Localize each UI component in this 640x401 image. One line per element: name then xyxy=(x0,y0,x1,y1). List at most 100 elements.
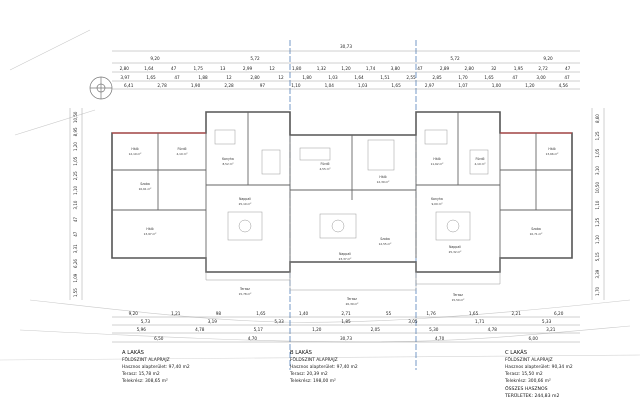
dimension-label: 1,55 xyxy=(73,288,78,297)
dimension-label: 10,50 xyxy=(595,182,600,194)
dimension-label: 2,97 xyxy=(425,83,435,88)
dimension-label: 8,95 xyxy=(73,127,78,136)
dimension-label: 4,70 xyxy=(248,336,258,341)
dimension-label: 3,31 xyxy=(73,244,78,253)
svg-text:15,50 m²: 15,50 m² xyxy=(452,298,465,302)
building-outline xyxy=(111,111,573,273)
svg-text:Fürdő: Fürdő xyxy=(178,147,187,151)
caption-line: Telekrész: 308,65 m² xyxy=(121,377,168,384)
summary-line: TERÜLETEK: 244,83 m2 xyxy=(504,392,559,399)
dimension-label: 55 xyxy=(386,311,392,316)
dimension-label: 1,20 xyxy=(73,142,78,151)
dim-top-1: 9,20 xyxy=(150,56,160,61)
dimension-label: 2,55 xyxy=(406,75,416,80)
dimension-label: 1,20 xyxy=(525,83,535,88)
dimension-label: 30,73 xyxy=(340,336,352,341)
dimension-label: 6,50 xyxy=(154,336,164,341)
dimension-label: 47 xyxy=(565,66,571,71)
dimension-label: 1,07 xyxy=(458,83,468,88)
dimension-label: 1,20 xyxy=(341,66,351,71)
dimension-label: 12 xyxy=(278,75,284,80)
caption-c: C LAKÁS FÖLDSZINT ALAPRAJZ Hasznos alapt… xyxy=(504,349,573,384)
caption-subtitle: FÖLDSZINT ALAPRAJZ xyxy=(122,356,170,363)
dimension-label: 5,30 xyxy=(429,327,439,332)
dimension-label: 3,21 xyxy=(546,327,556,332)
svg-text:Fürdő: Fürdő xyxy=(476,157,485,161)
bottom-dimension-row: 6,50 4,70 30,73 4,70 6,00 xyxy=(154,336,538,341)
dimension-label: 1,65 xyxy=(146,75,156,80)
dimension-label: 2,85 xyxy=(432,75,442,80)
dimension-label: 1,65 xyxy=(469,311,479,316)
dimension-label: 3,10 xyxy=(595,166,600,175)
dimension-label: 3,39 xyxy=(595,269,600,278)
svg-text:Nappali: Nappali xyxy=(449,245,461,249)
dimension-label: 5,33 xyxy=(274,319,284,324)
dimension-label: 1,09 xyxy=(73,273,78,282)
dimension-label: 2,05 xyxy=(371,327,381,332)
caption-line: Telekrész: 300,66 m² xyxy=(504,377,551,384)
svg-text:13,97 m²: 13,97 m² xyxy=(144,232,157,236)
dimension-label: 12 xyxy=(226,75,232,80)
svg-text:25,32 m²: 25,32 m² xyxy=(449,250,462,254)
dimension-label: 1,80 xyxy=(302,75,312,80)
dimension-label: 1,65 xyxy=(391,83,401,88)
dimension-label: 2,80 xyxy=(120,66,130,71)
dimension-label: 1,85 xyxy=(341,319,351,324)
dimension-label: 2,25 xyxy=(73,171,78,180)
svg-text:Háló: Háló xyxy=(131,147,138,151)
dimension-label: 1,75 xyxy=(194,66,204,71)
caption-line: Terasz: 15,78 m2 xyxy=(121,371,160,377)
summary-title: ÖSSZES HASZNOS xyxy=(505,385,548,392)
dimension-label: 5,73 xyxy=(141,319,151,324)
dimension-label: 1,03 xyxy=(358,83,368,88)
svg-text:Szoba: Szoba xyxy=(140,182,150,186)
dimension-label: 3,05 xyxy=(408,319,418,324)
caption-title: B LAKÁS xyxy=(290,349,312,356)
dimension-label: 6,00 xyxy=(529,336,539,341)
dimension-label: 1,20 xyxy=(312,327,322,332)
dimension-label: 2,28 xyxy=(224,83,234,88)
dim-top-3: 5,72 xyxy=(450,56,460,61)
caption-line: Telekrész: 198,00 m² xyxy=(289,377,336,384)
svg-text:15,78 m²: 15,78 m² xyxy=(239,292,252,296)
dimension-label: 1,70 xyxy=(458,75,468,80)
dimension-label: 2,80 xyxy=(465,66,475,71)
caption-title: C LAKÁS xyxy=(505,349,527,356)
dimension-label: 47 xyxy=(417,66,423,71)
dimension-label: 1,05 xyxy=(595,148,600,157)
right-dimensions: 8,601,251,053,1010,501,101,251,105,153,3… xyxy=(595,114,600,296)
svg-text:10,61 m²: 10,61 m² xyxy=(139,187,152,191)
dimension-label: 2,89 xyxy=(440,66,450,71)
svg-text:8,52 m²: 8,52 m² xyxy=(223,162,234,166)
dimension-label: 1,00 xyxy=(492,83,502,88)
svg-text:Terasz: Terasz xyxy=(239,287,250,291)
dimension-label: 5,96 xyxy=(137,327,147,332)
dividing-lines xyxy=(289,40,417,370)
dimension-label: 47 xyxy=(73,217,78,223)
dimension-label: 1,80 xyxy=(292,66,302,71)
dimension-label: 4,70 xyxy=(435,336,445,341)
dimension-label: 2,72 xyxy=(538,66,548,71)
dimension-label: 3,80 xyxy=(391,66,401,71)
dimension-label: 3,00 xyxy=(536,75,546,80)
dimension-label: 5,33 xyxy=(542,319,552,324)
dimension-label: 4,78 xyxy=(488,327,498,332)
svg-text:25,10 m²: 25,10 m² xyxy=(239,202,252,206)
dimension-label: 2,78 xyxy=(157,83,167,88)
dimension-label: 47 xyxy=(73,231,78,237)
interior-walls xyxy=(112,112,572,262)
